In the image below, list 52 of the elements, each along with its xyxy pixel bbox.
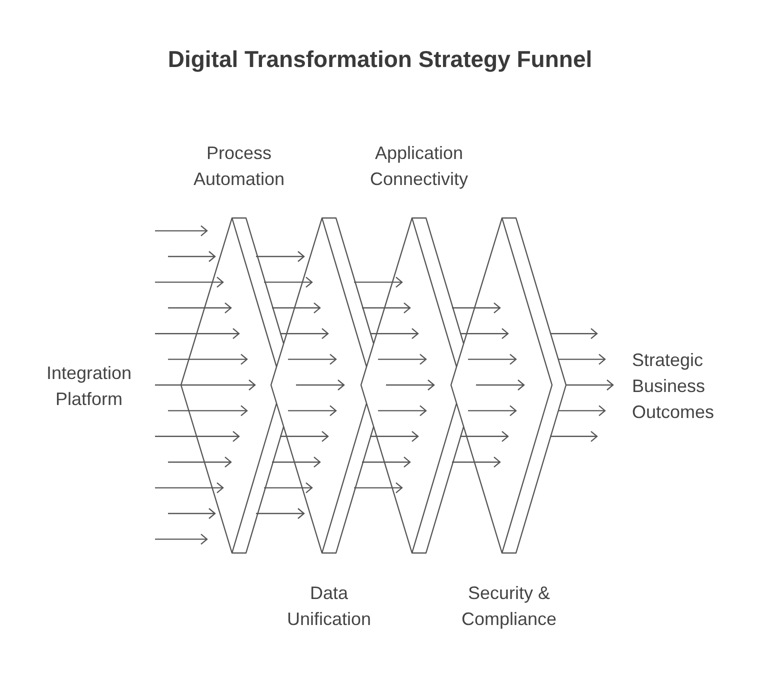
- arrow: [168, 508, 216, 520]
- title: Digital Transformation Strategy Funnel: [166, 45, 594, 74]
- arrow: [354, 276, 403, 288]
- arrow: [354, 482, 403, 494]
- arrow: [558, 354, 606, 365]
- arrow: [155, 482, 224, 494]
- node-label: Process Automation: [192, 142, 286, 191]
- arrow: [155, 430, 240, 442]
- arrow: [378, 354, 427, 365]
- arrow: [288, 405, 337, 416]
- arrow: [452, 456, 501, 468]
- arrow: [272, 456, 321, 468]
- arrow: [256, 250, 305, 262]
- arrow: [288, 354, 337, 365]
- arrow: [264, 482, 313, 494]
- arrow: [155, 328, 240, 340]
- node-label: Strategic Business Outcomes: [632, 349, 716, 424]
- arrow: [550, 430, 598, 442]
- arrow: [468, 405, 517, 416]
- node-label: Application Connectivity: [368, 142, 470, 191]
- arrow: [362, 302, 411, 314]
- arrow: [550, 328, 598, 340]
- arrow: [566, 379, 614, 391]
- arrow: [362, 456, 411, 468]
- arrow: [386, 379, 435, 391]
- arrow: [460, 328, 509, 340]
- arrow: [476, 379, 525, 391]
- arrow: [460, 430, 509, 442]
- arrow: [558, 405, 606, 416]
- arrow: [272, 302, 321, 314]
- node-label: Security & Compliance: [460, 582, 558, 631]
- arrow: [264, 276, 313, 288]
- arrow: [155, 276, 224, 288]
- arrow: [280, 430, 329, 442]
- arrow: [280, 328, 329, 340]
- arrow: [168, 354, 248, 365]
- arrow: [468, 354, 517, 365]
- arrow: [155, 534, 208, 545]
- node-label: Data Unification: [286, 582, 372, 631]
- arrow: [452, 302, 501, 314]
- arrow: [168, 405, 248, 416]
- arrow: [155, 379, 256, 391]
- arrow: [256, 508, 305, 520]
- arrow: [296, 379, 345, 391]
- arrow: [378, 405, 427, 416]
- arrow: [168, 302, 232, 314]
- arrow: [370, 328, 419, 340]
- arrow: [155, 225, 208, 236]
- arrow: [370, 430, 419, 442]
- arrow: [168, 456, 232, 468]
- stage-label: Integration Platform: [45, 362, 133, 411]
- arrow: [168, 250, 216, 262]
